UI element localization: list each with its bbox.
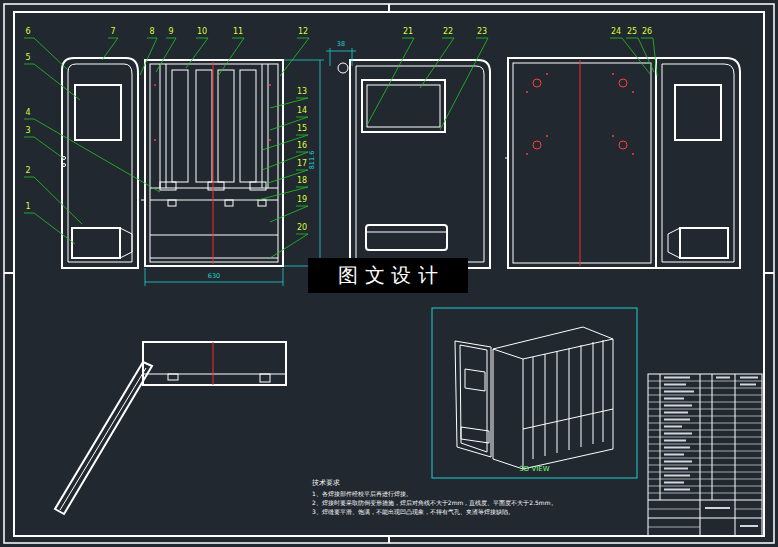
callout-number: 10: [197, 28, 207, 37]
callout-number: 21: [403, 28, 413, 37]
callout-number: 22: [443, 28, 453, 37]
callout-number: 13: [297, 88, 307, 97]
callout-number: 18: [297, 177, 307, 186]
callout-number: 3: [25, 127, 30, 136]
callout-number: 8: [149, 28, 154, 37]
callout-number: 9: [168, 28, 173, 37]
dimension-text: 38: [337, 41, 345, 48]
note-line: 3、焊缝要平滑、饱满，不能出现凹凸现象，不得有气孔、夹渣等焊接缺陷。: [312, 509, 514, 516]
callout-number: 14: [297, 107, 307, 116]
callout-number: 11: [233, 28, 243, 37]
callout-number: 25: [627, 28, 637, 37]
watermark-text: 图 文 设 计: [338, 262, 437, 289]
notes-heading: 技术要求: [312, 480, 340, 487]
callout-number: 6: [25, 28, 30, 37]
callout-number: 1: [25, 203, 30, 212]
note-line: 1、各焊接部件经校平后再进行焊接。: [312, 491, 412, 498]
dimension-text: 811.6: [309, 151, 316, 170]
view-frame: 3D VIEW: [433, 309, 636, 477]
callout-number: 12: [298, 28, 308, 37]
callout-number: 4: [25, 109, 30, 118]
callout-number: 7: [110, 28, 115, 37]
callout-number: 19: [297, 196, 307, 205]
callout-number: 20: [297, 224, 307, 233]
watermark-box: 图 文 设 计: [308, 258, 468, 293]
callout-number: 2: [25, 167, 30, 176]
isometric-cabinet: [433, 309, 636, 477]
callout-number: 24: [611, 28, 621, 37]
view-title: 3D VIEW: [433, 465, 636, 473]
callout-number: 16: [297, 142, 307, 151]
dimension-text: 630: [208, 273, 220, 280]
callout-number: 23: [477, 28, 487, 37]
callout-number: 17: [297, 160, 307, 169]
callout-number: 15: [297, 125, 307, 134]
note-line: 2、焊接时要采取防倒变形措施，焊后对角线不大于2mm，直线度、平面度不大于2.5…: [312, 500, 557, 507]
callout-number: 5: [25, 54, 30, 63]
callout-number: 26: [642, 28, 652, 37]
